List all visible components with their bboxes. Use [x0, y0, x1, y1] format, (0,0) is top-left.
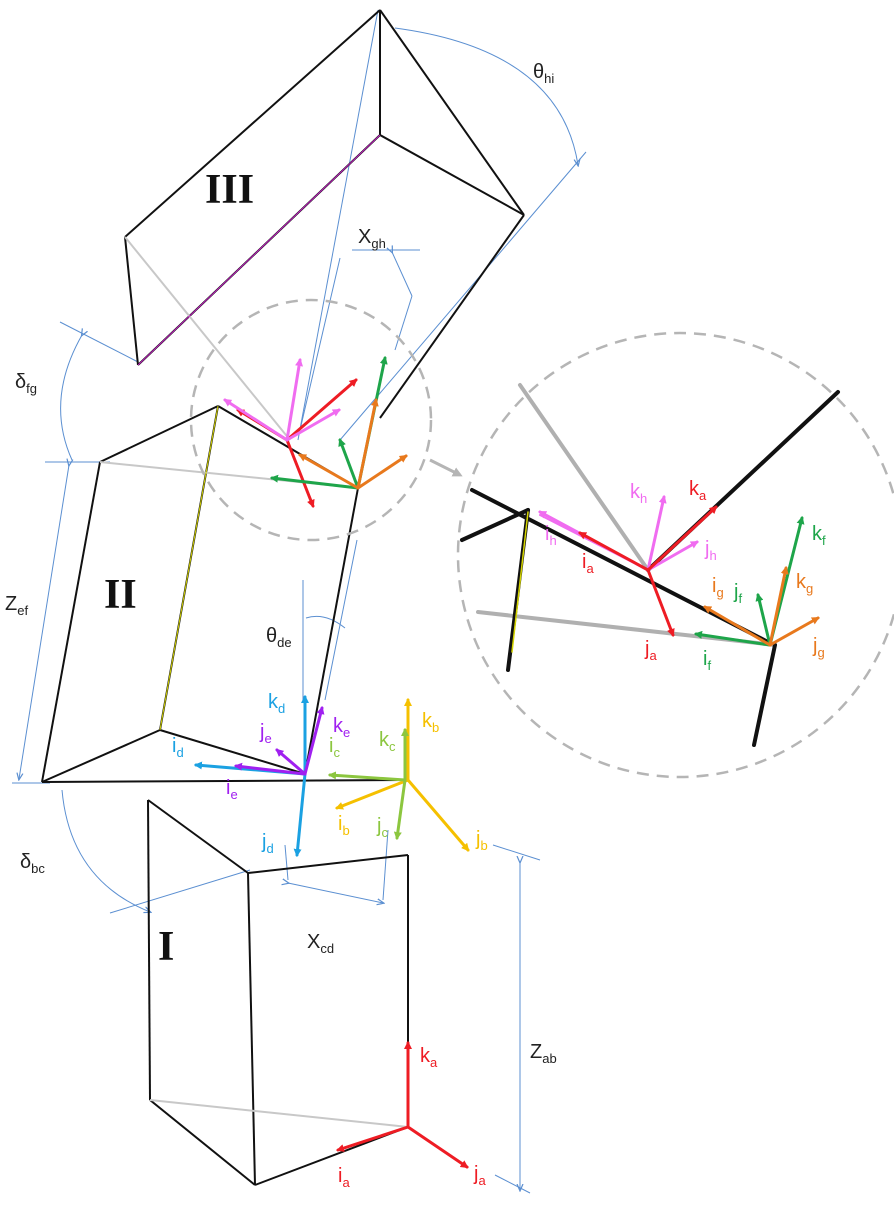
label-j-a: ja — [473, 1163, 486, 1188]
label-i-e: ie — [226, 777, 238, 802]
arrow-ov-j-f — [338, 438, 360, 490]
label-zoom-j-a: ja — [644, 638, 657, 663]
label-j-c: jc — [376, 815, 388, 840]
zoom-pointer-arrow — [429, 458, 463, 477]
dim-label-x-gh: Xgh — [358, 226, 386, 251]
arrow-zoom-k-h — [646, 495, 667, 572]
arrow-zoom-i-f — [694, 630, 772, 647]
dimension-lines — [12, 9, 587, 1194]
label-i-d: id — [172, 735, 184, 760]
arrow-zoom-j-h — [646, 540, 699, 572]
label-zoom-i-f: if — [703, 648, 711, 673]
arrow-zoom-k-a — [646, 505, 718, 572]
label-k-c: kc — [379, 729, 396, 754]
dim-label-delta-fg: δfg — [15, 371, 37, 396]
dim-label-theta-hi: θhi — [533, 61, 554, 86]
dim-label-delta-bc: δbc — [20, 851, 45, 876]
arrow-ov-k-h — [285, 358, 303, 442]
label-zoom-j-f: jf — [733, 581, 742, 606]
label-zoom-i-a: ia — [582, 551, 594, 576]
frame-arrows — [194, 356, 820, 1169]
arrow-ov-j-h — [285, 408, 341, 442]
label-k-b: kb — [422, 710, 439, 735]
label-j-e: je — [259, 721, 272, 746]
dim-label-theta-de: θde — [266, 625, 292, 650]
dim-label-z-ef: Zef — [5, 593, 28, 618]
arrow-ov-i-h — [223, 398, 289, 442]
arrow-i-e — [234, 762, 307, 776]
body-2-label: II — [104, 572, 137, 618]
arrow-i-b — [335, 778, 410, 810]
body-1 — [147, 799, 409, 1186]
arrow-zoom-j-g — [768, 616, 820, 647]
arrow-i-c — [328, 771, 407, 782]
label-zoom-k-h: kh — [630, 481, 647, 506]
label-i-c: ic — [329, 735, 340, 760]
arrow-ov-i-g — [298, 453, 360, 490]
arrow-zoom-j-f — [755, 593, 772, 647]
arrow-ov-j-a — [285, 438, 315, 508]
label-zoom-j-g: jg — [812, 635, 825, 660]
arrow-ov-k-a — [285, 378, 358, 442]
label-zoom-i-h: ih — [545, 523, 557, 548]
label-zoom-k-g: kg — [796, 571, 813, 596]
arrow-ov-k-g — [356, 398, 379, 490]
arrow-j-a — [406, 1125, 469, 1169]
body-3 — [124, 9, 525, 441]
label-i-a: ia — [338, 1165, 350, 1190]
arrow-ov-i-f — [270, 474, 360, 490]
arrow-zoom-i-g — [703, 605, 772, 647]
dim-label-z-ab: Zab — [530, 1041, 557, 1066]
label-j-b: jb — [475, 828, 488, 853]
arrow-j-d — [293, 772, 307, 857]
label-k-a: ka — [420, 1045, 438, 1070]
zoom-indicator — [189, 298, 894, 779]
label-i-b: ib — [338, 813, 350, 838]
arrow-j-c — [393, 778, 407, 840]
body-1-label: I — [158, 924, 174, 970]
body-2 — [41, 405, 409, 783]
arrow-zoom-k-g — [768, 566, 789, 647]
label-k-e: ke — [333, 715, 350, 740]
label-zoom-k-f: kf — [812, 523, 826, 548]
arrow-zoom-j-a — [646, 568, 675, 637]
label-zoom-i-g: ig — [712, 575, 724, 600]
arrow-j-b — [406, 778, 470, 852]
label-j-d: jd — [261, 831, 274, 856]
label-k-d: kd — [268, 691, 285, 716]
arrow-zoom-i-a — [578, 531, 650, 572]
arrow-ov-j-g — [356, 454, 408, 490]
label-zoom-j-h: jh — [704, 538, 717, 563]
dim-label-x-cd: Xcd — [307, 931, 334, 956]
arrow-j-e — [275, 748, 307, 776]
label-zoom-k-a: ka — [689, 478, 707, 503]
arrow-k-e — [303, 706, 325, 776]
body-3-label: III — [205, 167, 254, 213]
arrow-i-a — [336, 1125, 410, 1152]
